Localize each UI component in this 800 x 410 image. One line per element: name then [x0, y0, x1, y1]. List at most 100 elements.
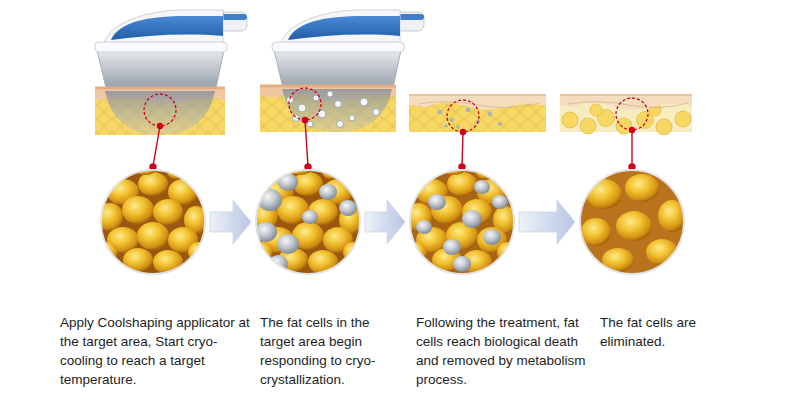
flow-arrow [210, 200, 251, 244]
crystal-bubbles [360, 98, 368, 106]
caption-holder: Following the treatment, fat cells reach… [416, 313, 590, 389]
stage-caption: The fat cells in the target area begin r… [260, 313, 402, 389]
fat-cell [616, 211, 652, 241]
fat-cell-zoom [97, 161, 208, 274]
dead-cells [488, 112, 492, 116]
leader-line [462, 132, 463, 166]
crystal-bubbles [307, 121, 313, 127]
fat-cell-zoom [406, 161, 517, 275]
skin-section [409, 95, 546, 110]
skin-section [260, 85, 396, 88]
dead-cell [474, 180, 490, 194]
fat-cell-zoom [406, 161, 517, 275]
fat-cell-zoom [406, 161, 517, 274]
dead-cell [462, 210, 482, 228]
skin-section [568, 102, 688, 108]
fat-cell-zoom [252, 161, 363, 274]
crystal-bubbles [337, 121, 344, 128]
leader-line [153, 126, 160, 166]
crystal-bubbles [298, 104, 306, 112]
leader-line [461, 130, 466, 135]
stage-circle: Apply Coolshaping applicator at the targ… [100, 169, 206, 275]
applicator-device [272, 10, 424, 93]
caption-holder: The fat cells are eliminated. [600, 313, 722, 351]
dead-cell [492, 195, 508, 209]
fat-cell-zoom [579, 169, 685, 275]
skin-section [447, 100, 479, 132]
skin-section [409, 95, 546, 132]
fat-layer [562, 112, 578, 128]
skin-section [260, 86, 396, 132]
crystallized-cell [302, 210, 318, 224]
leader-line [631, 130, 632, 166]
dead-cell [443, 239, 461, 255]
fat-cell [586, 179, 622, 209]
dead-cells [450, 118, 454, 122]
skin-section [144, 94, 176, 126]
crystal-bubbles [327, 91, 333, 97]
flow-arrow [365, 200, 405, 244]
leader-line [158, 124, 163, 129]
crystallized-cell [319, 184, 337, 200]
fat-cell [581, 218, 611, 246]
skin-section [260, 86, 396, 132]
crystallized-cell [278, 173, 298, 191]
stage-caption: Apply Coolshaping applicator at the targ… [60, 313, 255, 389]
dead-cells [438, 110, 442, 114]
skin-section [95, 88, 225, 135]
dead-cells [498, 122, 502, 126]
dead-cell [416, 220, 432, 234]
crystal-bubbles [349, 115, 355, 121]
dead-cells [444, 124, 448, 128]
caption-holder: Apply Coolshaping applicator at the targ… [60, 313, 255, 389]
dead-cell [483, 229, 501, 245]
fat-layer [580, 118, 596, 134]
fat-cell [625, 174, 659, 202]
applicator-device [95, 10, 247, 93]
crystal-bubbles [287, 91, 380, 128]
dead-cells [456, 125, 460, 129]
stage-circle: Following the treatment, fat cells reach… [409, 169, 515, 275]
leader-line [150, 118, 635, 171]
leader-line [305, 120, 308, 166]
fat-cell-zoom [579, 169, 686, 275]
crystal-bubbles [335, 101, 342, 108]
crystallized-cell [339, 200, 357, 216]
caption-holder: The fat cells in the target area begin r… [260, 313, 402, 389]
fat-cell-zoom [252, 161, 363, 275]
fat-cell [646, 239, 678, 265]
crystal-bubbles [373, 109, 380, 116]
fat-cell-zoom [252, 161, 363, 275]
skin-section [289, 88, 321, 120]
dead-cell [416, 180, 508, 272]
leader-line [303, 118, 308, 123]
dead-cells [466, 108, 471, 113]
fat-cell-zoom [101, 170, 205, 274]
skin-section [409, 94, 546, 96]
dead-cell [453, 256, 471, 272]
skin-section [282, 89, 392, 132]
skin-section [95, 87, 225, 90]
fat-cell-zoom [256, 170, 360, 274]
skin-section [616, 98, 648, 130]
dead-cell [428, 194, 446, 210]
stage-circle: The fat cells in the target area begin r… [255, 169, 361, 275]
skin-section [560, 95, 692, 135]
skin-section [105, 91, 215, 135]
fat-layer [590, 104, 602, 116]
fat-cell-zoom [410, 170, 514, 274]
skin-section [418, 102, 540, 108]
fat-cell-zoom [97, 161, 208, 275]
stage-caption: Following the treatment, fat cells reach… [416, 313, 590, 389]
fat-layer [656, 119, 672, 135]
fat-cell-zoom [97, 161, 208, 275]
fat-cell-zoom [579, 169, 686, 275]
crystallized-cell [277, 234, 299, 254]
flow-arrow [519, 200, 575, 244]
fat-layer [675, 111, 691, 127]
skin-section [560, 95, 692, 110]
stage-circle: The fat cells are eliminated. [579, 169, 685, 275]
skin-section [409, 95, 546, 132]
stage-caption: The fat cells are eliminated. [600, 313, 722, 351]
